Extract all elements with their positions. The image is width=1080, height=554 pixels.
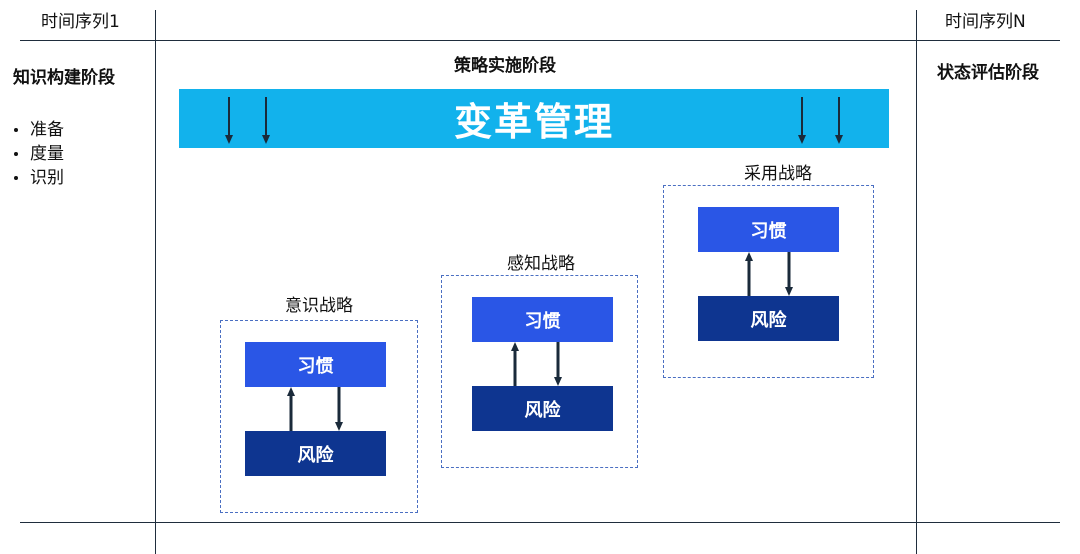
arrow-up-icon: [287, 387, 295, 431]
evaluation-phase-title: 状态评估阶段: [937, 63, 1039, 83]
arrow-down-icon: [785, 252, 793, 296]
strategy-perception-label: 感知战略: [507, 254, 575, 274]
arrow-up-icon: [745, 252, 753, 296]
habit-box: 习惯: [698, 207, 839, 252]
list-item: 度量: [0, 142, 64, 166]
arrow-down-icon: [798, 97, 806, 144]
risk-box: 风险: [698, 296, 839, 341]
strategy-adoption-group: [663, 185, 874, 378]
list-item: 准备: [0, 118, 64, 142]
arrow-down-icon: [335, 387, 343, 431]
implementation-phase-title: 策略实施阶段: [454, 56, 556, 76]
arrow-down-icon: [225, 97, 233, 144]
risk-box: 风险: [245, 431, 386, 476]
strategy-awareness-label: 意识战略: [285, 296, 353, 316]
arrow-down-icon: [554, 342, 562, 386]
strategy-adoption-label: 采用战略: [744, 164, 812, 184]
strategy-perception-group: [441, 275, 638, 468]
banner-title: 变革管理: [453, 100, 614, 144]
timeline-end-label: 时间序列N: [945, 12, 1026, 32]
strategy-awareness-group: [220, 320, 418, 513]
timeline-divider-right: [916, 10, 917, 554]
arrow-down-icon: [835, 97, 843, 144]
knowledge-phase-list: 准备 度量 识别: [0, 118, 64, 190]
risk-box: 风险: [472, 386, 613, 431]
habit-box: 习惯: [245, 342, 386, 387]
arrow-down-icon: [262, 97, 270, 144]
habit-box: 习惯: [472, 297, 613, 342]
timeline-start-label: 时间序列1: [41, 12, 120, 32]
list-item: 识别: [0, 166, 64, 190]
timeline-divider-left: [155, 10, 156, 554]
arrow-up-icon: [511, 342, 519, 386]
footer-rule: [20, 522, 1060, 523]
header-rule: [20, 40, 1060, 41]
change-management-banner: 变革管理: [179, 89, 889, 148]
knowledge-phase-title: 知识构建阶段: [13, 68, 115, 88]
